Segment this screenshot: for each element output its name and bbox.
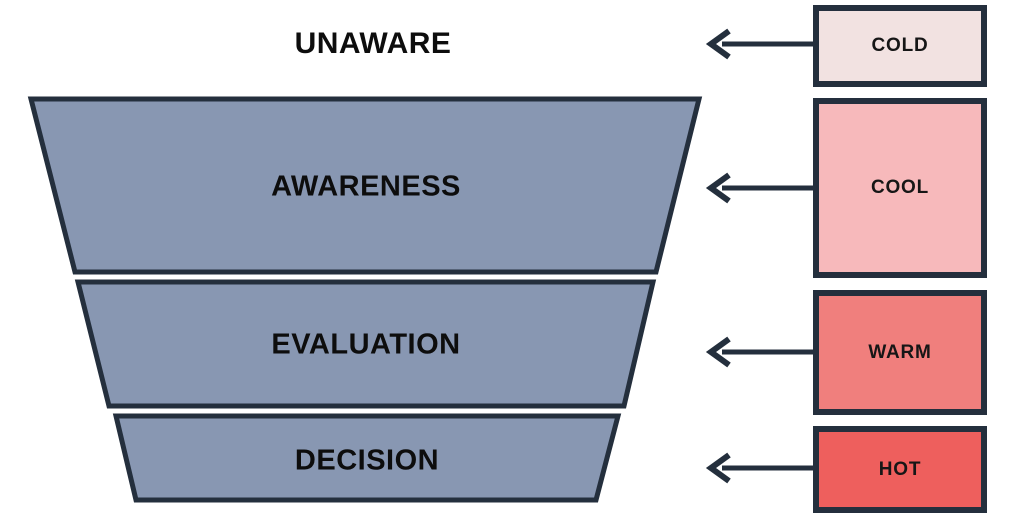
arrow-warm-to-evaluation (705, 336, 816, 368)
arrow-head-icon (705, 336, 731, 368)
funnel-stage-decision-shape (112, 413, 622, 503)
temp-box-warm-label: WARM (868, 341, 932, 363)
arrow-head-icon (705, 172, 731, 204)
temp-box-cold-label: COLD (871, 35, 929, 56)
temp-box-hot: HOT (813, 426, 987, 513)
funnel-stage-evaluation-shape (74, 279, 657, 409)
temp-box-cool-label: COOL (870, 177, 930, 198)
arrow-head-icon (705, 28, 731, 60)
arrow-cool-to-awareness (705, 172, 816, 204)
stage-label-awareness: AWARENESS (271, 170, 461, 203)
funnel-stage-awareness-shape (27, 96, 703, 275)
arrow-head-icon (705, 452, 731, 484)
temp-box-warm: WARM (813, 290, 987, 415)
stage-label-evaluation: EVALUATION (271, 328, 461, 361)
stage-label-decision: DECISION (294, 444, 440, 477)
temp-box-cool: COOL (813, 98, 987, 278)
arrow-hot-to-decision (705, 452, 816, 484)
temp-box-hot-label: HOT (878, 458, 922, 480)
temp-box-cold: COLD (813, 5, 987, 87)
stage-label-unaware: UNAWARE (294, 27, 452, 60)
arrow-cold-to-unaware (705, 28, 816, 60)
